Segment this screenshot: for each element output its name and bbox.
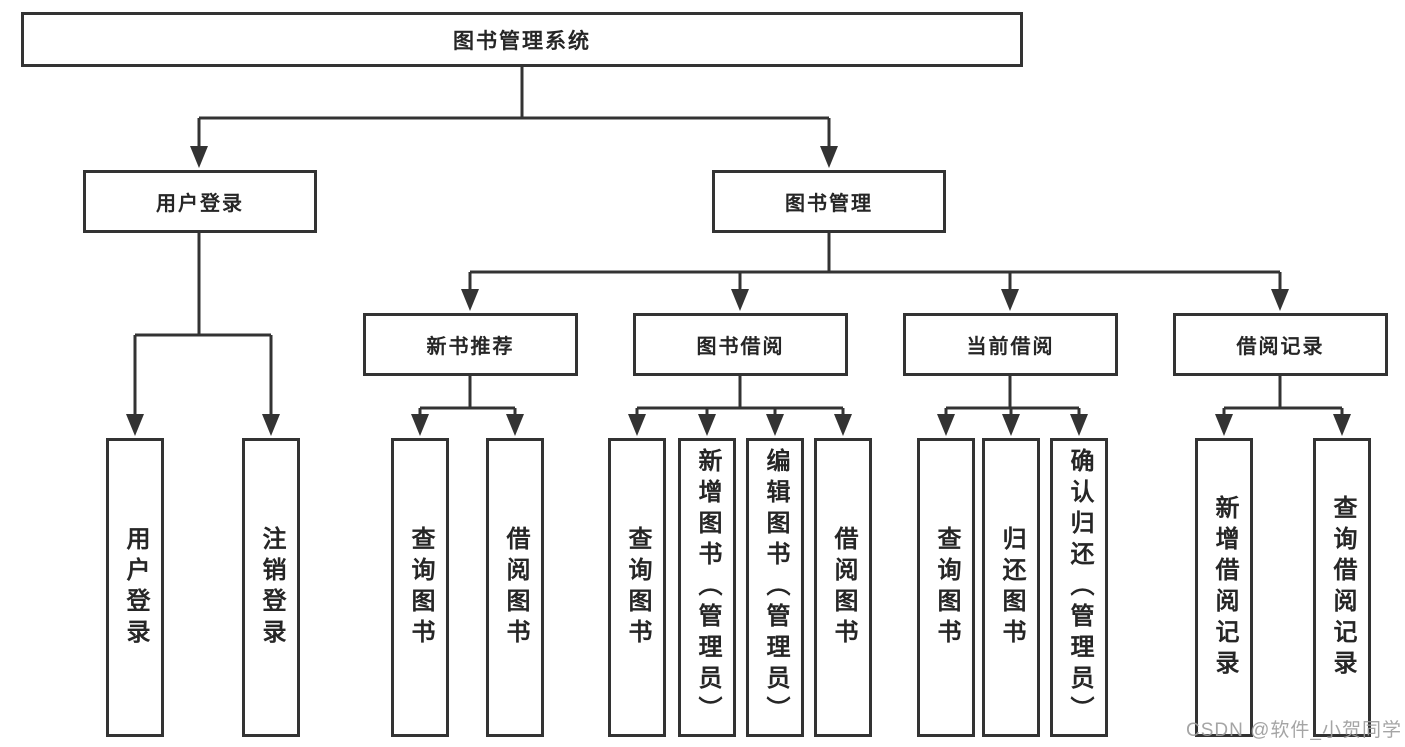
arrow-down-icon (1333, 414, 1351, 436)
node-library-management-system: 图书管理系统 (21, 12, 1023, 67)
leaf-user-login: 用户登录 (106, 438, 164, 737)
leaf-label: 借阅图书 (502, 525, 529, 650)
arrow-down-icon (461, 289, 479, 311)
leaf-label: 查询借阅记录 (1329, 494, 1356, 681)
arrow-down-icon (126, 414, 144, 436)
arrow-down-icon (1215, 414, 1233, 436)
node-current-borrowing: 当前借阅 (903, 313, 1118, 376)
arrow-down-icon (937, 414, 955, 436)
leaf-label: 归还图书 (998, 525, 1025, 650)
leaf-label: 查询图书 (933, 525, 960, 650)
leaf-borrow-books-recommend: 借阅图书 (486, 438, 544, 737)
node-new-book-recommendation: 新书推荐 (363, 313, 578, 376)
arrow-down-icon (698, 414, 716, 436)
arrow-down-icon (766, 414, 784, 436)
node-borrowing-records: 借阅记录 (1173, 313, 1388, 376)
arrow-down-icon (1002, 414, 1020, 436)
arrow-down-icon (1271, 289, 1289, 311)
leaf-query-books-current: 查询图书 (917, 438, 975, 737)
leaf-add-books-admin: 新增图书（管理员） (678, 438, 736, 737)
node-user-login: 用户登录 (83, 170, 317, 233)
arrow-down-icon (731, 289, 749, 311)
leaf-query-books-borrowing: 查询图书 (608, 438, 666, 737)
arrow-down-icon (1001, 289, 1019, 311)
arrow-down-icon (190, 146, 208, 168)
arrow-down-icon (262, 414, 280, 436)
leaf-label: 借阅图书 (830, 525, 857, 650)
leaf-return-books: 归还图书 (982, 438, 1040, 737)
leaf-label: 编辑图书（管理员） (762, 448, 789, 727)
leaf-label: 新增借阅记录 (1211, 494, 1238, 681)
leaf-label: 查询图书 (624, 525, 651, 650)
leaf-query-books-recommend: 查询图书 (391, 438, 449, 737)
csdn-watermark: CSDN @软件_小贺同学 (1186, 720, 1402, 741)
leaf-borrow-books-borrowing: 借阅图书 (814, 438, 872, 737)
leaf-label: 新增图书（管理员） (694, 448, 721, 727)
leaf-edit-books-admin: 编辑图书（管理员） (746, 438, 804, 737)
arrow-down-icon (411, 414, 429, 436)
arrow-down-icon (628, 414, 646, 436)
leaf-label: 确认归还（管理员） (1066, 448, 1093, 727)
arrow-down-icon (834, 414, 852, 436)
node-book-borrowing: 图书借阅 (633, 313, 848, 376)
leaf-query-borrow-record: 查询借阅记录 (1313, 438, 1371, 737)
leaf-label: 用户登录 (122, 525, 149, 650)
arrow-down-icon (820, 146, 838, 168)
leaf-logout-login: 注销登录 (242, 438, 300, 737)
arrow-down-icon (506, 414, 524, 436)
leaf-add-borrow-record: 新增借阅记录 (1195, 438, 1253, 737)
node-book-management: 图书管理 (712, 170, 946, 233)
leaf-confirm-return-admin: 确认归还（管理员） (1050, 438, 1108, 737)
arrow-down-icon (1070, 414, 1088, 436)
leaf-label: 注销登录 (258, 525, 285, 650)
leaf-label: 查询图书 (407, 525, 434, 650)
